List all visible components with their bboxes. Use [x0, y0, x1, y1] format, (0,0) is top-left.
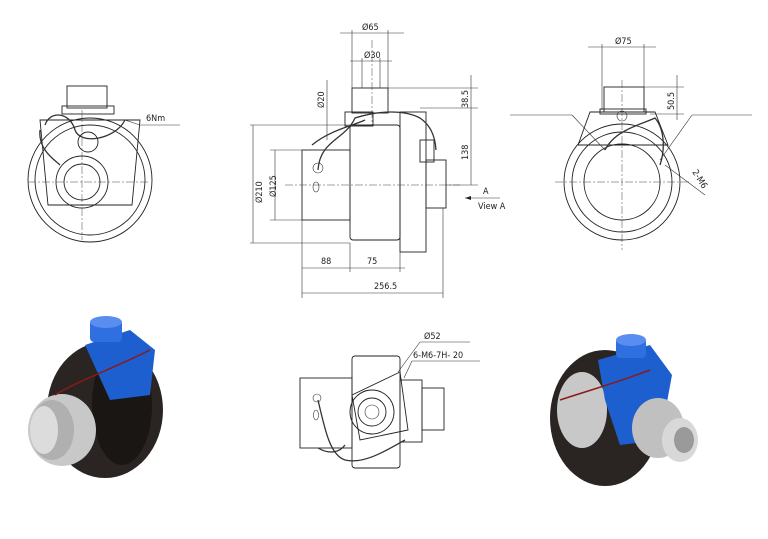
dim-top-inner-diameter: Ø30 [364, 50, 381, 61]
dim-wheel-width: 75 [367, 257, 377, 267]
dim-mount-diameter: Ø75 [615, 36, 632, 47]
dim-top-height: 38.5 [461, 90, 471, 108]
dim-mount-height: 50.5 [667, 92, 677, 110]
thread-spec: 2-M6 [689, 168, 708, 190]
dim-wheel-diameter: Ø210 [254, 181, 265, 203]
dim-flange-diameter: Ø52 [424, 331, 441, 342]
top-view: Ø52 6-M6-7H- 20 [299, 331, 480, 469]
torque-label: 6Nm [146, 114, 165, 124]
dim-top-outer-diameter: Ø65 [362, 22, 379, 33]
dim-total-length: 256.5 [374, 282, 397, 292]
hole-spec: 6-M6-7H- 20 [413, 351, 463, 361]
dim-small-diameter: Ø20 [316, 91, 327, 108]
view-arrow-label: View A [478, 202, 506, 212]
front-view: 6Nm [27, 85, 180, 243]
dim-motor-length: 88 [321, 257, 331, 267]
dim-motor-diameter: Ø125 [268, 175, 279, 197]
rear-view: Ø75 50.5 2-M6 [510, 36, 752, 250]
render-left [28, 316, 163, 478]
view-arrow-letter: A [483, 187, 489, 197]
dim-center-height: 138 [461, 145, 471, 160]
side-view: Ø65 Ø30 Ø20 38.5 138 A View A Ø210 Ø125 [250, 22, 506, 298]
render-right [550, 334, 698, 486]
